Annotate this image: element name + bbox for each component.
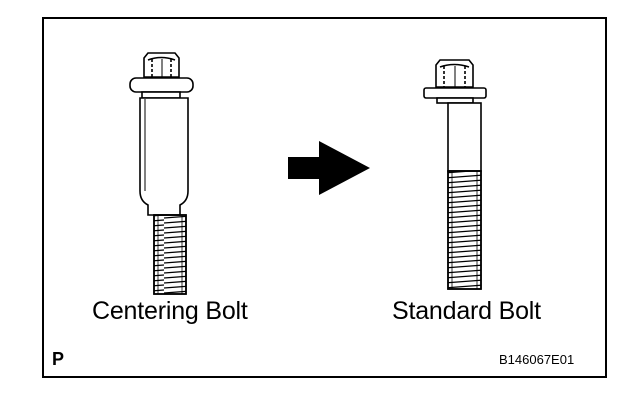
bolt-illustration (129, 52, 487, 295)
centering-bolt-label: Centering Bolt (92, 297, 248, 325)
right-arrow-icon (288, 141, 370, 195)
figure-code: B146067E01 (499, 352, 575, 367)
figure-frame: Centering Bolt Standard Bolt P B146067E0… (42, 17, 607, 378)
standard-bolt-drawing (423, 59, 487, 290)
centering-bolt-drawing (129, 52, 194, 295)
standard-bolt-label: Standard Bolt (392, 297, 541, 325)
corner-marker: P (52, 349, 65, 369)
